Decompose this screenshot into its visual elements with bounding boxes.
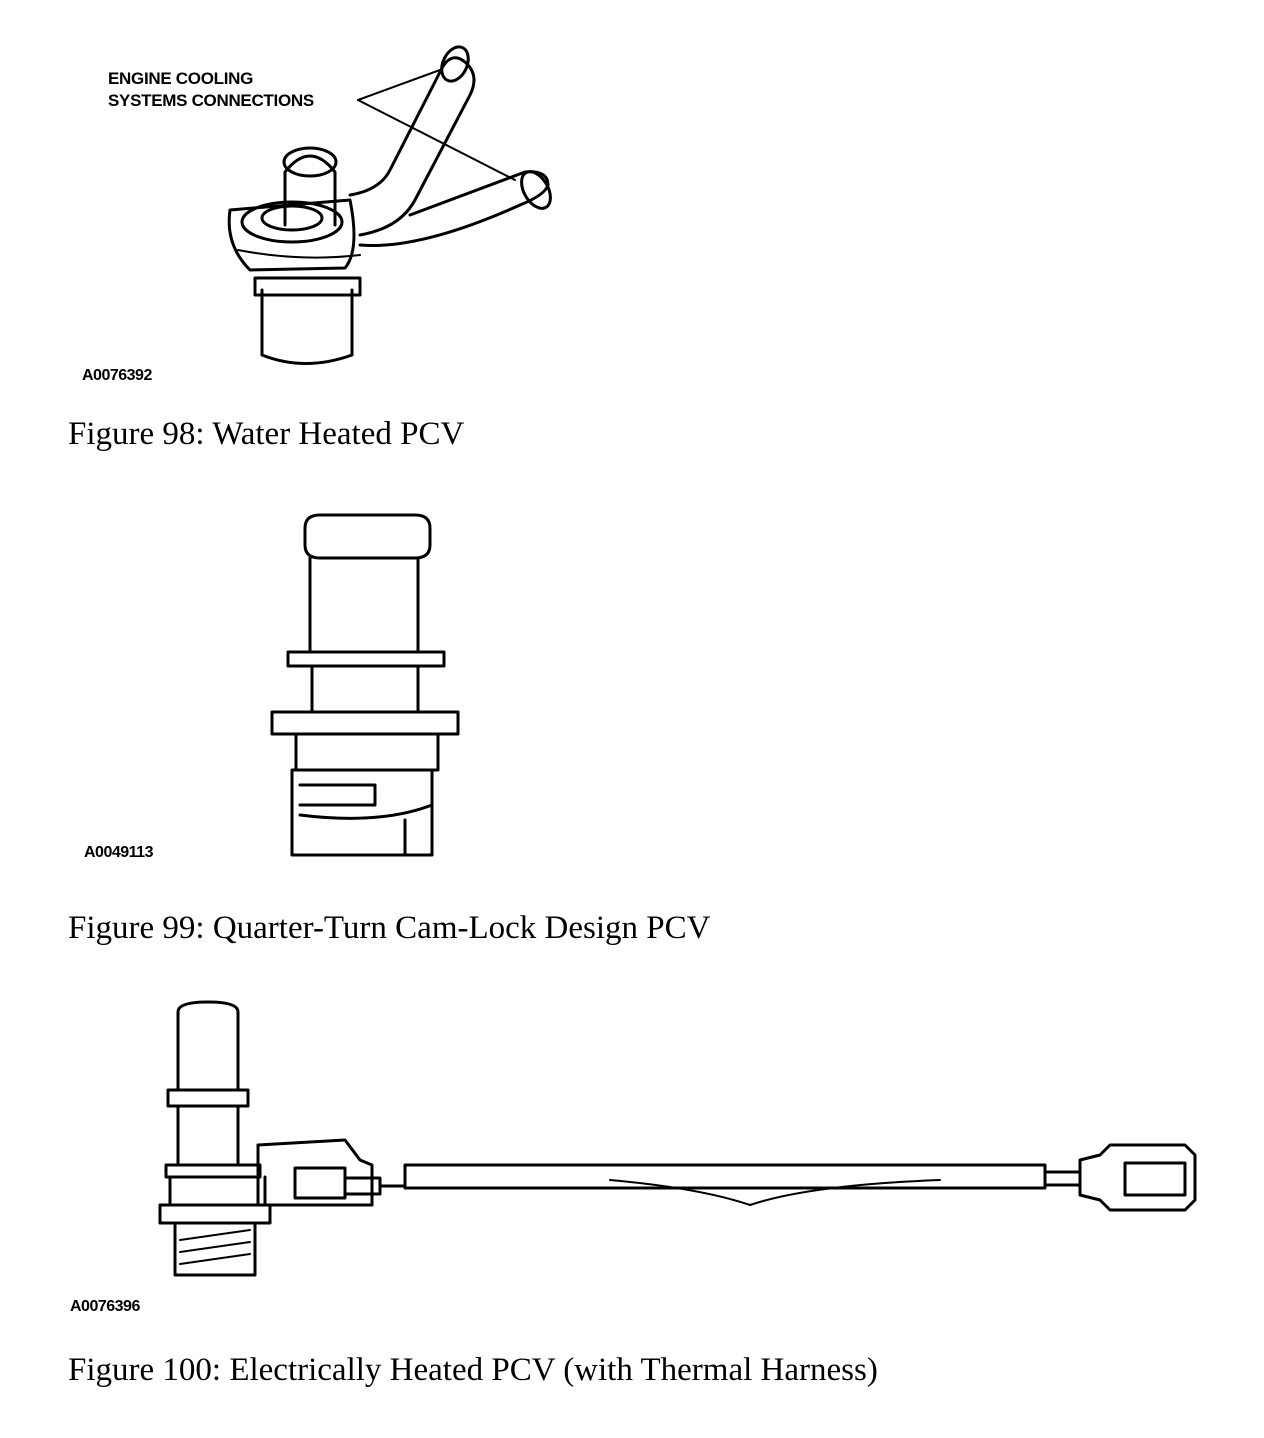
figure-caption: Figure 99: Quarter-Turn Cam-Lock Design … — [68, 910, 711, 946]
figure-caption: Figure 100: Electrically Heated PCV (wit… — [68, 1352, 878, 1388]
cam-lock-pcv-illustration — [270, 513, 460, 857]
figure-reference-code: A0076396 — [70, 1298, 140, 1315]
figure-caption: Figure 98: Water Heated PCV — [68, 416, 465, 452]
callout-label: ENGINE COOLING SYSTEMS CONNECTIONS — [108, 68, 314, 112]
callout-line-1: ENGINE COOLING — [108, 69, 254, 88]
figure-reference-code: A0049113 — [84, 844, 153, 861]
callout-line-2: SYSTEMS CONNECTIONS — [108, 91, 314, 110]
water-heated-pcv-illustration — [227, 45, 552, 365]
electrically-heated-pcv-illustration — [158, 1000, 1197, 1277]
figure-reference-code: A0076392 — [82, 367, 152, 384]
